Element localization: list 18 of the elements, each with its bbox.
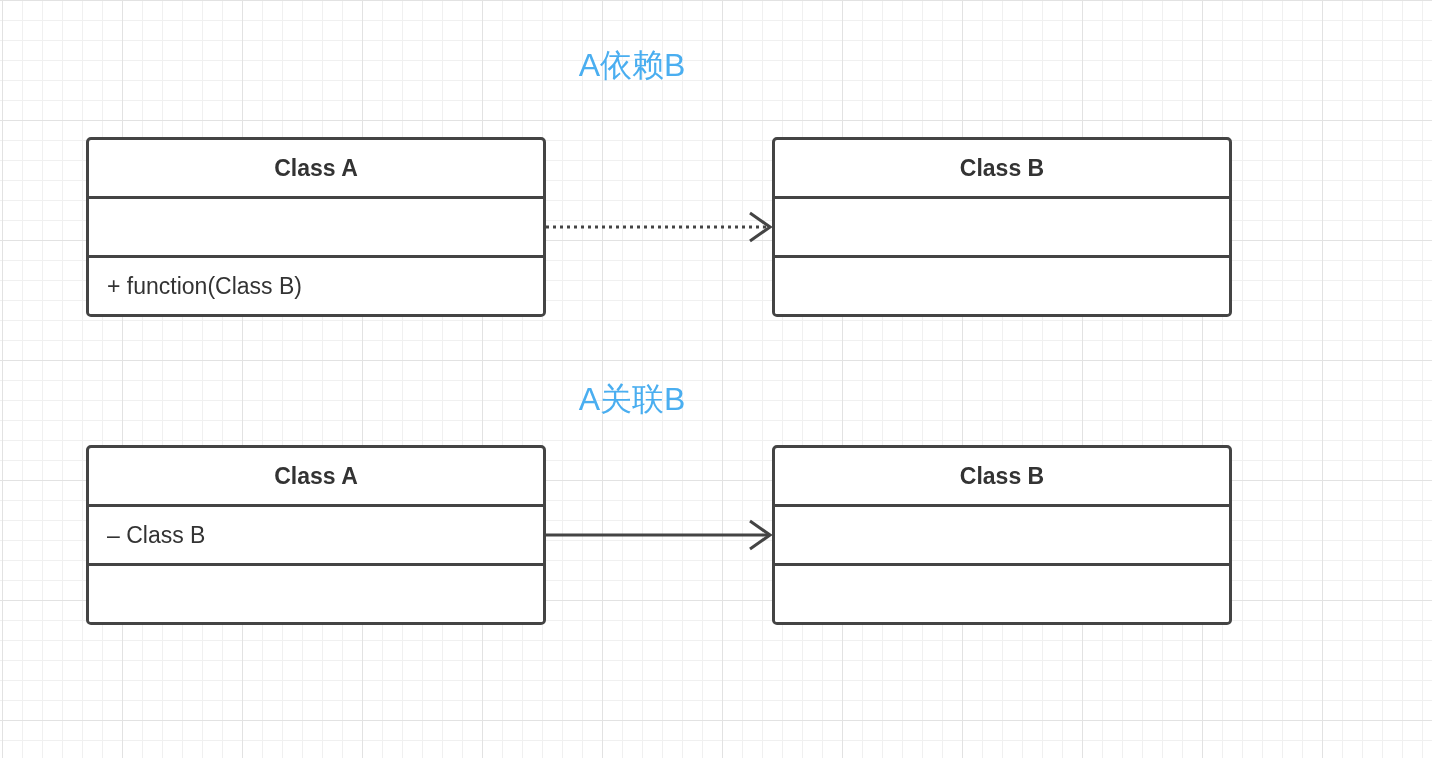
class-box xyxy=(772,137,1232,317)
class-name: Class A xyxy=(273,461,359,491)
diagram-heading: A依赖B xyxy=(578,46,686,85)
class-box xyxy=(772,445,1232,625)
member-text: – Class B xyxy=(107,521,206,549)
class-box xyxy=(86,137,546,317)
class-compartment xyxy=(89,255,543,314)
member-text: + function(Class B) xyxy=(107,272,302,300)
diagram-heading: A关联B xyxy=(578,380,686,419)
dependency-arrow xyxy=(546,211,772,243)
class-name: Class B xyxy=(958,153,1046,183)
association-arrow xyxy=(546,519,772,551)
class-compartment xyxy=(775,255,1229,314)
class-name: Class A xyxy=(273,153,359,183)
class-compartment xyxy=(89,563,543,622)
class-compartment xyxy=(775,563,1229,622)
class-box xyxy=(86,445,546,625)
class-name: Class B xyxy=(958,461,1046,491)
